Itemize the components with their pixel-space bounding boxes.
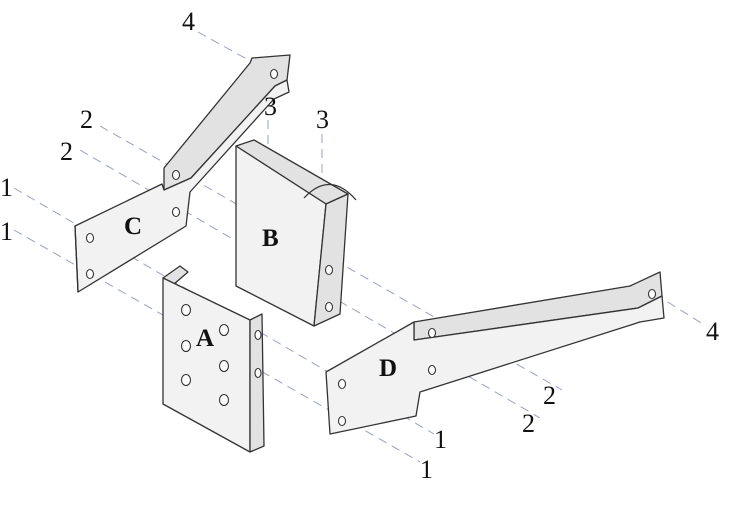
part-a-side-hole-2	[254, 367, 262, 379]
part-d-label: D	[379, 355, 397, 382]
part-d-hole-2b	[427, 364, 437, 376]
part-a-side-hole-1	[254, 329, 262, 341]
part-c-face	[74, 79, 290, 293]
part-c-edge	[74, 225, 79, 293]
part-a-hole-2	[180, 339, 192, 353]
callout-left-2-lower: 2	[60, 137, 73, 166]
callout-right-1-lower: 1	[420, 455, 433, 484]
callout-left-1-upper: 1	[0, 173, 13, 202]
part-d-bracket: D	[325, 271, 665, 435]
callout-right-4: 4	[706, 317, 719, 346]
part-a-plate: A	[162, 265, 265, 453]
part-c-hole-2a	[171, 169, 181, 181]
part-d-hole-4	[647, 288, 657, 300]
guide-4-right	[654, 293, 707, 327]
part-b-side	[313, 193, 349, 327]
part-c-hole-2b	[171, 206, 181, 218]
part-a-hole-4	[218, 323, 230, 337]
callout-left-2-upper: 2	[80, 105, 93, 134]
part-c-hole-1b	[85, 268, 95, 280]
part-a-hole-3	[180, 373, 192, 387]
callout-right-2-upper: 2	[543, 381, 556, 410]
part-a-side	[249, 313, 265, 453]
callout-top-4: 4	[182, 7, 195, 36]
callout-right-2-lower: 2	[522, 409, 535, 438]
part-b-hole-1	[324, 264, 334, 276]
part-c-label: C	[124, 213, 142, 240]
part-d-face	[325, 295, 665, 435]
callout-b-right-3: 3	[316, 105, 329, 134]
part-b-label: B	[262, 225, 279, 252]
callout-numbers: 4 3 3 2 2 1 1 4 2 2 1 1	[0, 7, 719, 484]
callout-right-1-upper: 1	[434, 425, 447, 454]
part-a-hole-6	[218, 393, 230, 407]
part-c-hole-1a	[85, 232, 95, 244]
part-c-bracket: C	[74, 54, 291, 293]
part-b-tab	[303, 183, 357, 201]
part-d-hole-2a	[427, 327, 437, 339]
part-a-hole-1	[180, 303, 192, 317]
part-b-block: B	[235, 139, 357, 327]
part-a-face	[162, 277, 251, 453]
callout-left-1-lower: 1	[0, 217, 13, 246]
part-b-hole-2	[324, 301, 334, 313]
part-c-hole-4	[269, 68, 279, 80]
callout-b-left-3: 3	[264, 92, 277, 121]
part-d-hole-1b	[337, 415, 347, 427]
part-d-hole-1a	[337, 378, 347, 390]
part-a-label: A	[196, 325, 214, 352]
part-a-hole-5	[218, 359, 230, 373]
